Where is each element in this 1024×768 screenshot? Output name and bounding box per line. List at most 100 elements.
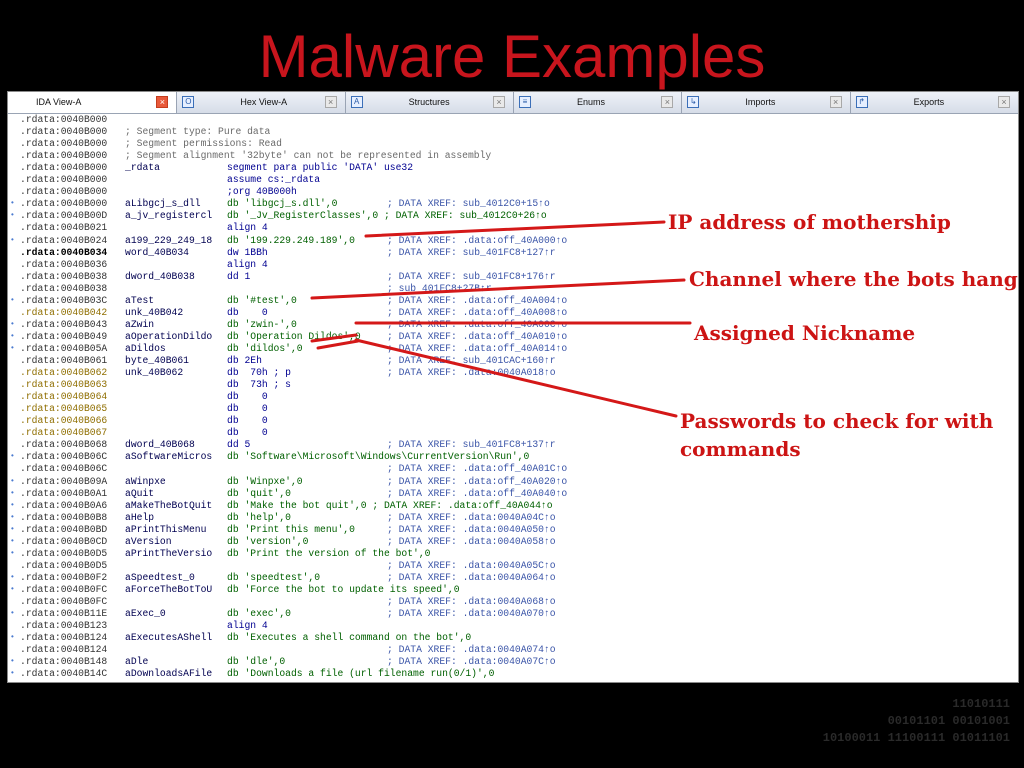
line-instruction: db 0 [227,403,268,415]
line-label[interactable]: dword_40B068 [125,439,195,451]
xref-comment[interactable]: ; DATA XREF: .data:0040A058↑o [387,535,556,547]
xref-comment[interactable]: ; DATA XREF: .data:0040A064↑o [387,571,556,583]
line-address: .rdata:0040B0A1 [20,487,108,499]
line-label[interactable]: aVersion [125,535,172,547]
xref-comment[interactable]: ; DATA XREF: sub_401FC8+176↑r [387,270,556,282]
xref-dot-icon: • [10,609,15,619]
xref-comment[interactable]: ; sub_401FC8+27B↑r [387,282,492,294]
tab-label: Imports [745,97,776,107]
line-instruction: align 4 [227,258,268,270]
line-label[interactable]: aDle [125,656,149,668]
tab-imports[interactable]: ↳Imports× [681,92,851,113]
disassembly-listing[interactable]: .rdata:0040B000 .rdata:0040B000 ; Segment … [8,114,1018,682]
tab-ida-view-a[interactable]: IDA View-A × [8,92,178,113]
line-label[interactable]: aMakeTheBotQuit [125,499,213,511]
line-instruction: db 'quit',0 [227,487,291,499]
line-label[interactable]: _rdata [125,162,160,174]
xref-comment[interactable]: ; DATA XREF: .data:0040A018↑o [387,367,556,379]
xref-comment[interactable]: ; DATA XREF: .data:0040A07C↑o [387,656,556,668]
line-address: .rdata:0040B034 [20,246,108,258]
line-instruction: db 'exec',0 [227,608,291,620]
line-label[interactable]: dword_40B038 [125,270,195,282]
tab-enums[interactable]: ≡Enums× [513,92,683,113]
xref-comment[interactable]: ; DATA XREF: .data:off_40A014↑o [387,342,568,354]
close-icon[interactable]: × [829,96,842,108]
line-label[interactable]: aExec_0 [125,608,166,620]
close-icon[interactable]: × [156,96,169,108]
xref-comment[interactable]: ; DATA XREF: .data:0040A068↑o [387,596,556,607]
xref-comment[interactable]: ; DATA XREF: .data:off_40A040↑o [387,487,568,499]
line-label[interactable]: aQuit [125,487,155,499]
line-label[interactable]: aDildos [125,342,166,354]
xref-comment[interactable]: ; DATA XREF: .data:off_40A020↑o [387,475,568,487]
line-label[interactable]: aSoftwareMicros [125,451,213,463]
xref-comment[interactable]: ; DATA XREF: .data:off_40A01C↑o [387,463,568,475]
xref-comment[interactable]: ; DATA XREF: sub_4012C0+15↑o [387,198,550,210]
line-instruction: dd 1 [227,270,251,282]
line-instruction: db 'Software\Microsoft\Windows\CurrentVe… [227,451,530,463]
xref-comment[interactable]: ; DATA XREF: .data:off_40A000↑o [387,234,568,246]
xref-comment[interactable]: ; DATA XREF: sub_401FC8+137↑r [387,439,556,451]
line-address: .rdata:0040B09A [20,475,108,487]
xref-comment[interactable]: ; DATA XREF: .data:off_40A008↑o [387,306,568,318]
line-label[interactable]: aWinpxe [125,475,166,487]
xref-dot-icon: • [10,669,15,679]
line-label[interactable]: aLibgcj_s_dll [125,198,201,210]
xref-dot-icon: • [10,548,15,558]
line-label[interactable]: aDownloadsAFile [125,668,213,680]
line-instruction: db '199.229.249.189',0 [227,234,355,246]
line-label[interactable]: aTest [125,294,155,306]
line-address: .rdata:0040B063 [20,379,108,391]
xref-comment[interactable]: ; DATA XREF: sub_401FC8+127↑r [387,246,556,258]
line-label[interactable]: aHelp [125,511,155,523]
xref-comment[interactable]: ; DATA XREF: .data:0040A05C↑o [387,559,556,571]
line-address: .rdata:0040B124 [20,632,108,644]
line-label[interactable]: a_jv_registercl [125,210,213,222]
line-label[interactable]: aSpeedtest_0 [125,571,195,583]
xref-comment[interactable]: ; DATA XREF: .data:off_40A00C↑o [387,318,568,330]
xref-comment[interactable]: ; DATA XREF: .data:off_40A010↑o [387,330,568,342]
close-icon[interactable]: × [492,96,505,108]
line-address: .rdata:0040B000 [20,126,108,138]
line-address: .rdata:0040B064 [20,391,108,403]
line-label[interactable]: unk_40B062 [125,367,184,379]
xref-comment[interactable]: ; DATA XREF: .data:0040A070↑o [387,608,556,620]
tab-label: IDA View-A [36,97,82,107]
line-label[interactable]: aZwin [125,318,155,330]
line-label[interactable]: aPrintThisMenu [125,523,207,535]
line-address: .rdata:0040B062 [20,367,108,379]
line-instruction: db 'Executes a shell command on the bot'… [227,632,472,644]
xref-comment[interactable]: ; DATA XREF: .data:0040A074↑o [387,644,556,656]
close-icon[interactable]: × [997,96,1010,108]
line-label[interactable]: aForceTheBotToU [125,583,213,595]
annotation-channel: Channel where the bots hang [689,267,1018,291]
line-address: .rdata:0040B123 [20,620,108,632]
line-address: .rdata:0040B148 [20,656,108,668]
xref-comment[interactable]: ; DATA XREF: .data:0040A04C↑o [387,511,556,523]
line-instruction: ;org 40B000h [227,186,297,198]
line-address: .rdata:0040B000 [20,198,108,210]
xref-comment[interactable]: ; DATA XREF: .data:0040A050↑o [387,523,556,535]
segment-comment: ; Segment type: Pure data [125,126,271,138]
line-label[interactable]: aOperationDildo [125,330,213,342]
line-label[interactable]: unk_40B042 [125,306,184,318]
structures-icon: A [350,96,363,108]
tab-exports[interactable]: ↱Exports× [850,92,1018,113]
close-icon[interactable]: × [324,96,337,108]
line-address: .rdata:0040B042 [20,306,108,318]
line-label[interactable]: aPrintTheVersio [125,547,213,559]
xref-comment[interactable]: ; DATA XREF: sub_401CAC+160↑r [387,355,556,366]
line-label[interactable]: word_40B034 [125,246,189,258]
line-instruction: db 'Print this menu',0 [227,523,355,535]
line-instruction: db 'version',0 [227,535,309,547]
line-address: .rdata:0040B038 [20,270,108,282]
line-label[interactable]: a199_229_249_18 [125,234,213,246]
xref-comment[interactable]: ; DATA XREF: .data:off_40A004↑o [387,294,568,306]
line-label[interactable]: aExecutesAShell [125,632,213,644]
close-icon[interactable]: × [661,96,674,108]
xref-dot-icon: • [10,536,15,546]
line-instruction: db 'Force the bot to update its speed',0 [227,583,460,595]
line-label[interactable]: byte_40B061 [125,355,189,366]
